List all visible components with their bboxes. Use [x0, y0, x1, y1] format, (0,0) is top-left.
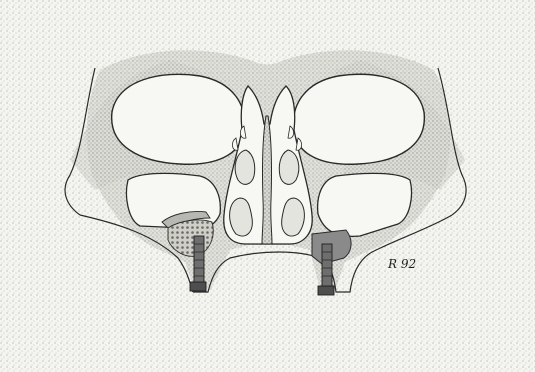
- right-orbit: [293, 74, 424, 164]
- nasal-septum: [262, 116, 272, 244]
- left-middle-turbinate: [235, 150, 255, 184]
- right-middle-turbinate: [279, 150, 299, 184]
- artist-signature: R 92: [387, 257, 416, 271]
- left-orbit: [112, 74, 245, 164]
